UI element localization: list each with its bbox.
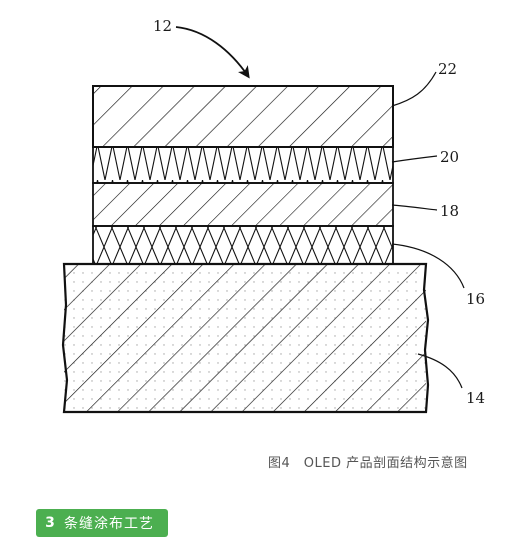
top-layer-22 bbox=[92, 85, 394, 148]
layer-18 bbox=[92, 182, 394, 227]
leader-line-22 bbox=[391, 71, 437, 107]
label-14: 14 bbox=[466, 389, 485, 407]
label-22: 22 bbox=[438, 60, 457, 78]
label-20: 20 bbox=[440, 148, 459, 166]
label-18: 18 bbox=[440, 202, 459, 220]
section-heading-badge: 3 条缝涂布工艺 bbox=[36, 509, 168, 537]
label-16: 16 bbox=[466, 290, 485, 308]
leader-line-16 bbox=[391, 243, 465, 289]
leader-line-14 bbox=[417, 353, 463, 389]
substrate-layer-14 bbox=[61, 262, 430, 414]
layer-20 bbox=[92, 146, 394, 184]
leader-line-18 bbox=[391, 204, 438, 211]
section-title: 条缝涂布工艺 bbox=[64, 516, 154, 532]
label-12: 12 bbox=[153, 17, 172, 35]
leader-line-12 bbox=[175, 26, 250, 79]
layer-16 bbox=[92, 225, 394, 265]
figure-caption: 图4 OLED 产品剖面结构示意图 bbox=[268, 456, 468, 471]
section-number: 3 bbox=[45, 515, 55, 531]
leader-line-20 bbox=[391, 155, 438, 163]
oled-cross-section-diagram: 12 22 20 18 16 14 bbox=[61, 17, 485, 414]
